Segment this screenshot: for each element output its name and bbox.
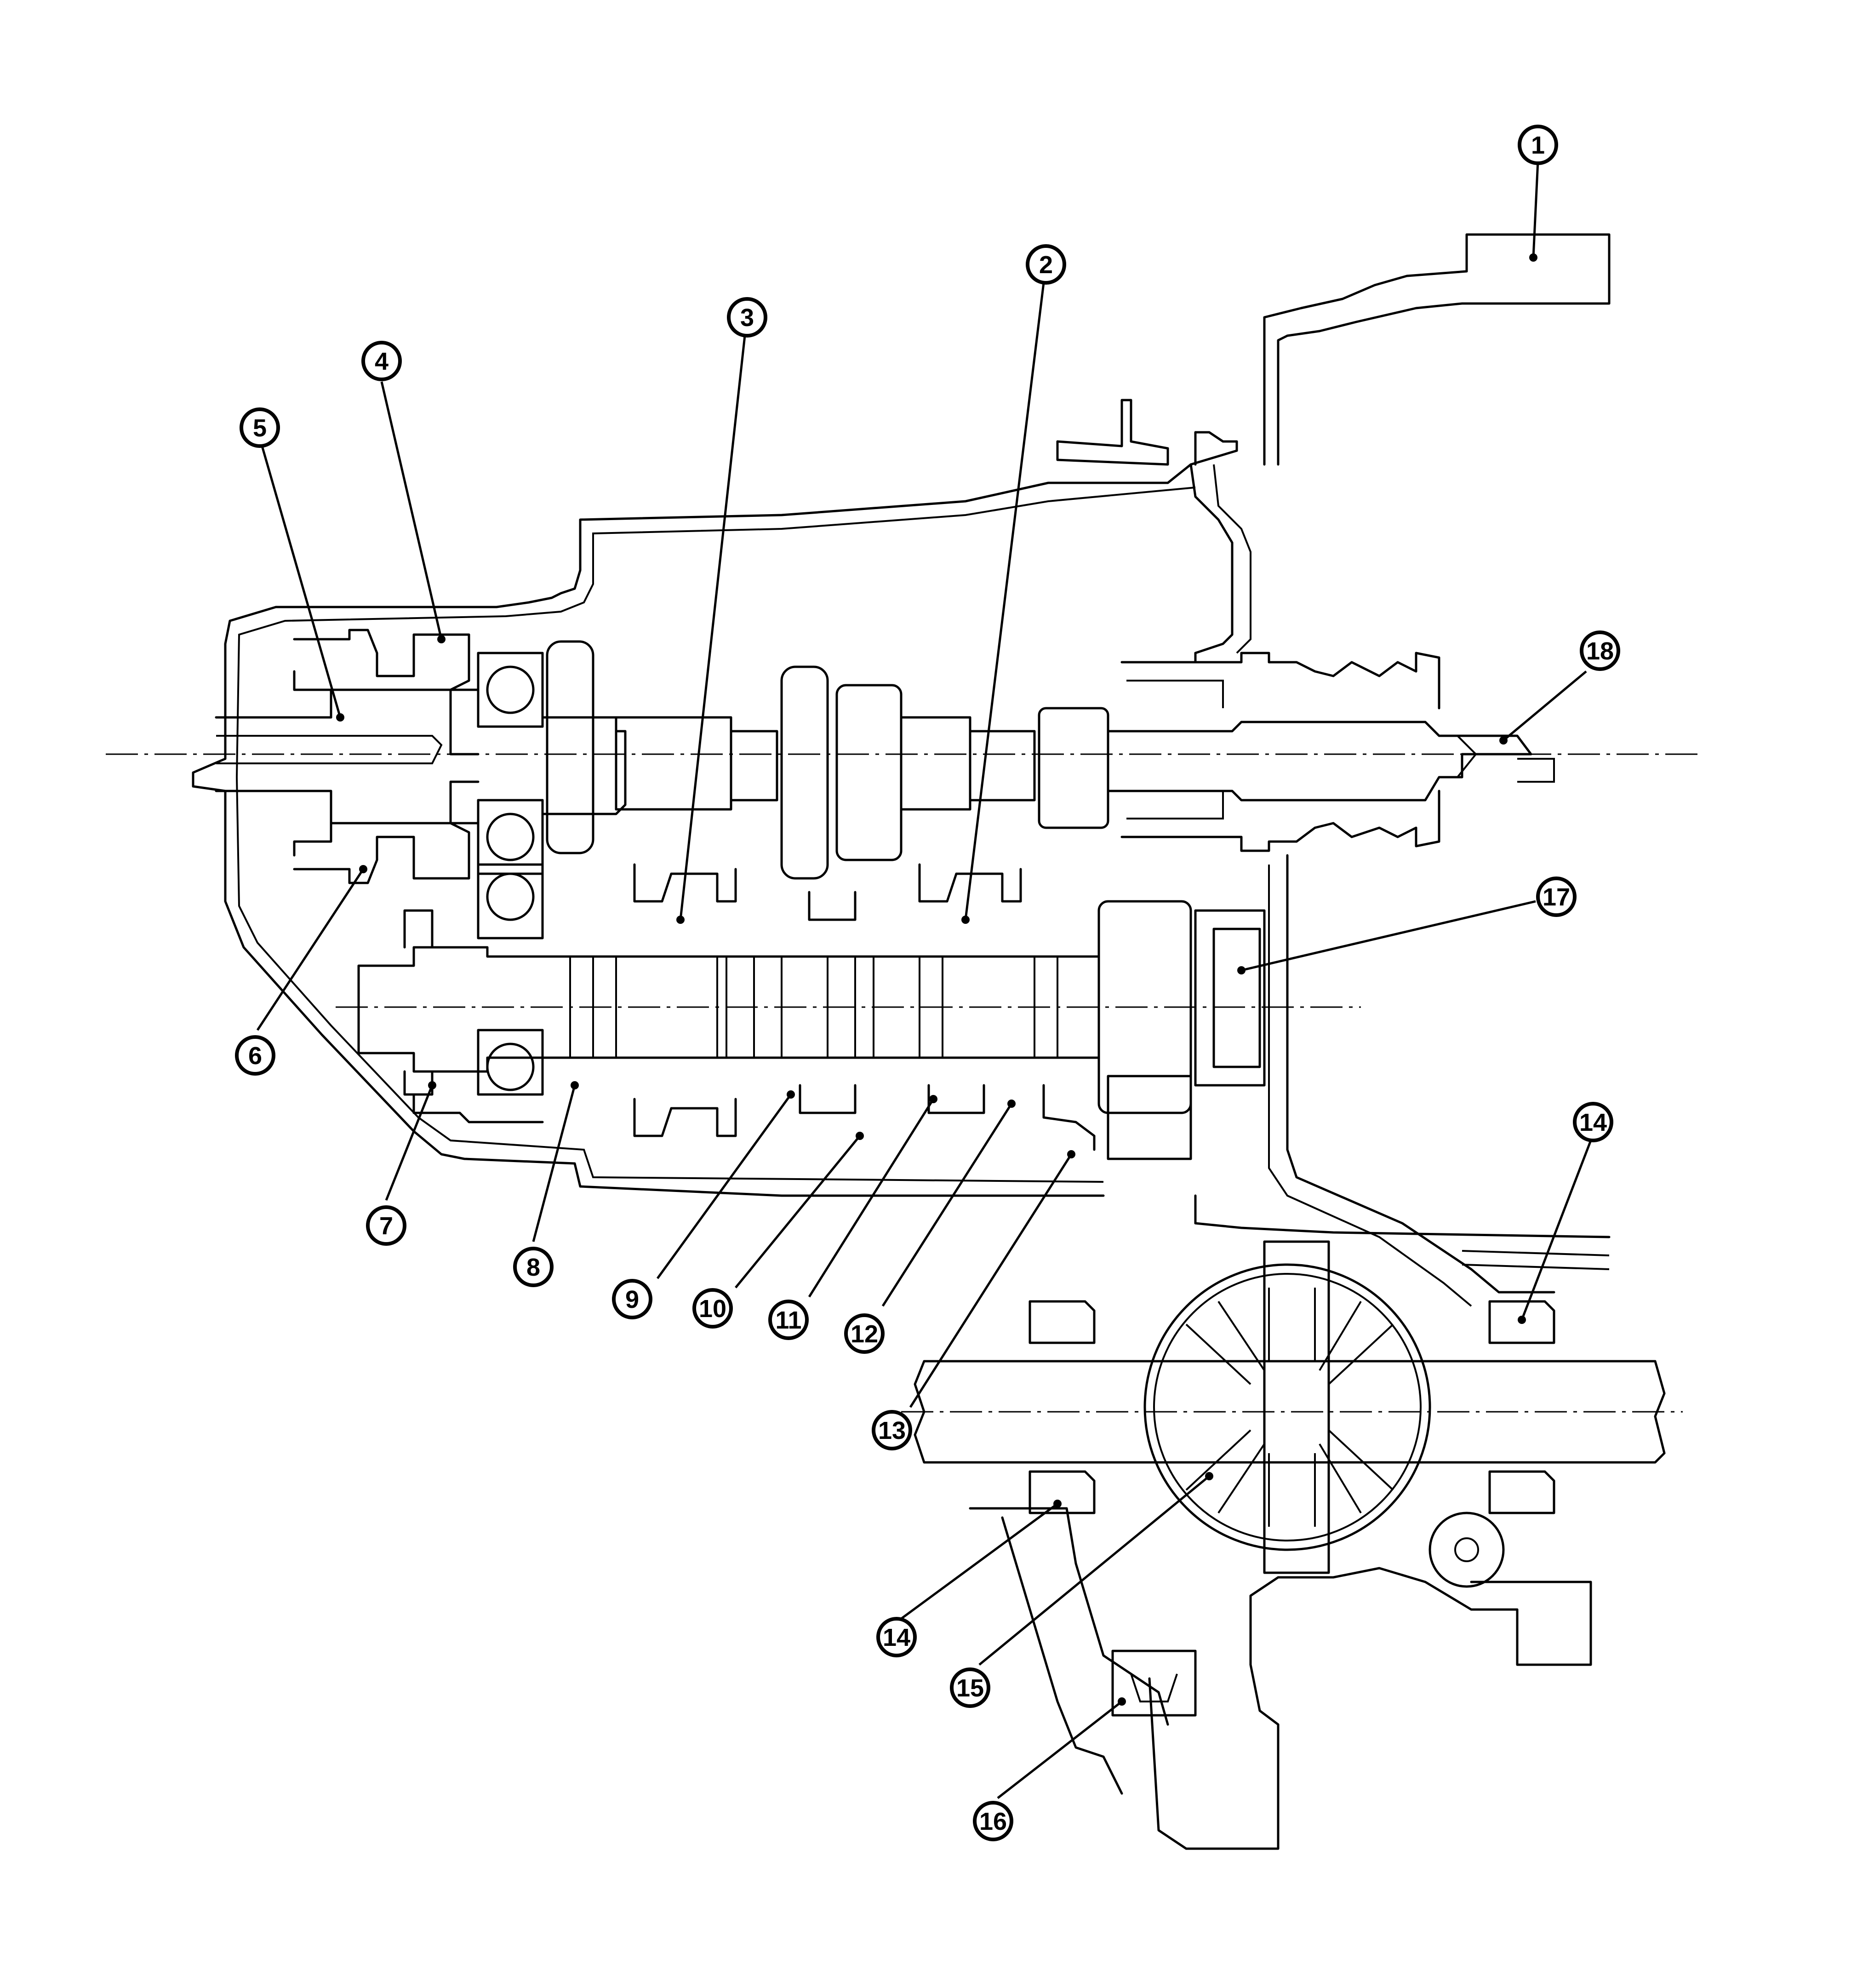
callout-14-left-label: 14 [883,1624,910,1651]
callout-1-label: 1 [1531,132,1545,159]
shaft-center-lines [106,753,1701,1413]
callout-14-right: 14 [1573,1102,1613,1142]
callout-6: 6 [235,1035,275,1076]
callout-5-label: 5 [253,414,267,442]
input-shaft-bearings [477,652,544,1096]
transaxle-housing [192,233,1611,1307]
callout-11: 11 [768,1300,809,1340]
callout-15-label: 15 [956,1674,984,1702]
callout-8: 8 [513,1247,554,1287]
callout-17: 17 [1536,877,1577,917]
callout-15: 15 [950,1667,990,1708]
callout-6-label: 6 [248,1042,262,1070]
callout-16-label: 16 [979,1808,1007,1835]
callout-17-label: 17 [1543,883,1570,911]
callout-10: 10 [692,1288,733,1329]
callout-14-left: 14 [876,1617,917,1657]
synchronizer-assemblies [633,863,1096,1151]
callout-10-label: 10 [699,1295,726,1323]
callout-1: 1 [1518,125,1558,165]
callout-9-label: 9 [625,1286,639,1313]
callout-5: 5 [240,407,280,448]
callout-4: 4 [361,341,402,381]
callout-7-label: 7 [379,1212,393,1240]
callout-2-label: 2 [1039,251,1053,279]
callout-14-right-label: 14 [1579,1109,1607,1136]
callout-9: 9 [612,1279,652,1319]
callout-8-label: 8 [526,1254,540,1281]
callout-12-label: 12 [851,1320,878,1348]
callout-11-label: 11 [775,1306,801,1334]
output-shaft-seal [1120,652,1440,852]
left-cover-assembly [293,629,544,1123]
callout-18-label: 18 [1586,637,1614,665]
callout-13-label: 13 [878,1417,906,1444]
input-shaft [215,640,1555,880]
callout-13: 13 [872,1410,912,1450]
callout-16: 16 [973,1801,1013,1841]
callout-7: 7 [366,1205,406,1246]
callout-3-label: 3 [740,304,754,332]
callout-18: 18 [1580,630,1620,671]
differential-assembly [914,1240,1666,1850]
callout-leader-lines [256,160,1592,1799]
callout-2: 2 [1026,244,1066,285]
callout-3: 3 [727,297,767,338]
callout-12: 12 [844,1313,885,1354]
callout-4-label: 4 [375,348,389,375]
